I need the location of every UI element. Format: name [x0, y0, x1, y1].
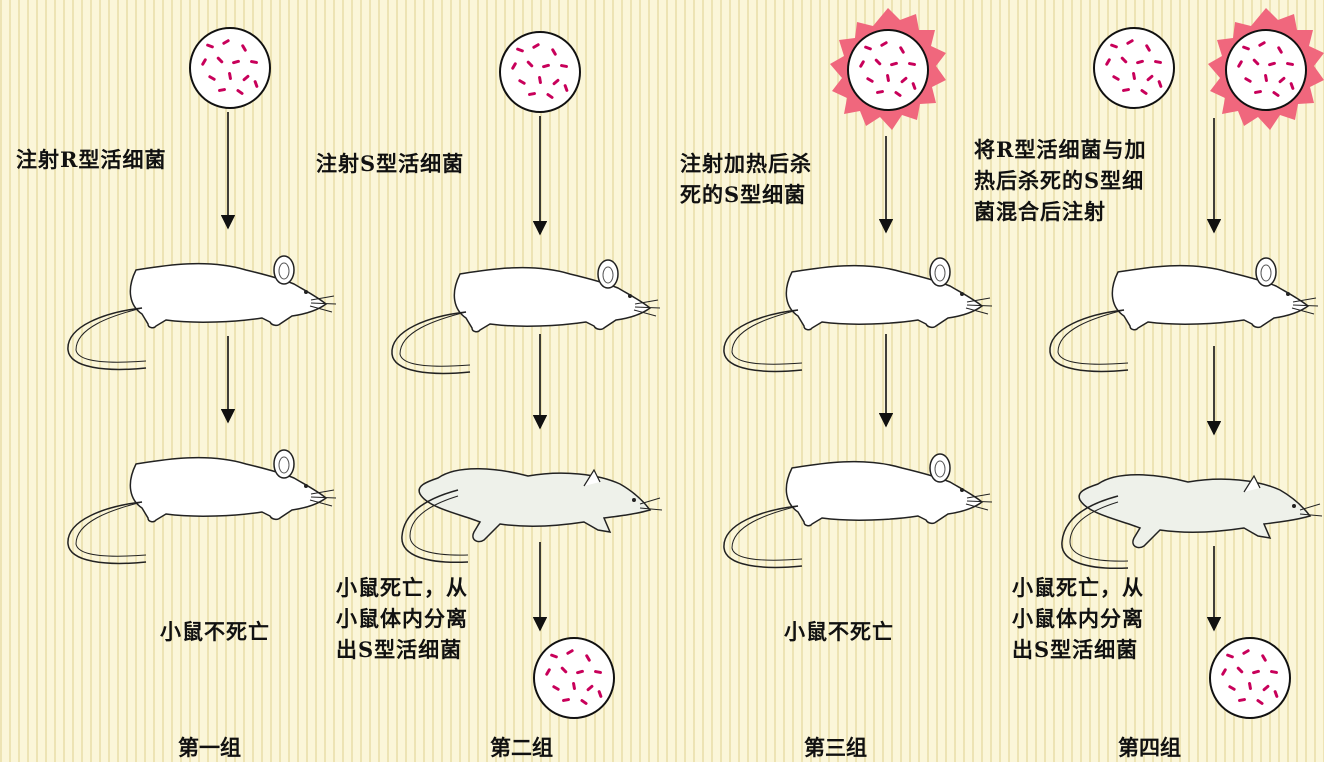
bacteria-dish-heat-killed-s — [1226, 30, 1306, 110]
group-3-action-label: 注射加热后杀 死的S型细菌 — [680, 151, 812, 207]
bacteria-dish-s-type-isolated — [1210, 638, 1290, 718]
mouse-alive — [391, 259, 661, 375]
bacteria-dish-s-type-isolated — [534, 638, 614, 718]
group-4-result-label: 小鼠死亡，从 小鼠体内分离 出S型活细菌 — [1012, 575, 1144, 662]
group-1-title: 第一组 — [178, 735, 241, 760]
mouse-dead — [401, 467, 663, 564]
group-1-result-label: 小鼠不死亡 — [160, 619, 270, 644]
group-1-column — [67, 28, 337, 565]
group-3-column — [723, 8, 993, 569]
mouse-alive — [723, 257, 993, 373]
group-4-action-label: 将R型活细菌与加 热后杀死的S型细 菌混合后注射 — [974, 137, 1147, 224]
group-2-title: 第二组 — [490, 735, 553, 760]
group-1-action-label: 注射R型活细菌 — [16, 147, 167, 172]
group-2-action-label: 注射S型活细菌 — [316, 151, 465, 176]
mouse-alive — [67, 255, 337, 371]
bacteria-dish-heat-killed-s — [848, 30, 928, 110]
mouse-alive — [1049, 257, 1319, 373]
bacteria-dish-s-type — [500, 32, 580, 112]
group-2-result-label: 小鼠死亡，从 小鼠体内分离 出S型活细菌 — [336, 575, 468, 662]
group-4-title: 第四组 — [1118, 735, 1181, 760]
mouse-alive — [67, 449, 337, 565]
mouse-alive — [723, 453, 993, 569]
group-3-title: 第三组 — [804, 735, 867, 760]
group-3-result-label: 小鼠不死亡 — [784, 619, 894, 644]
mouse-dead — [1061, 473, 1323, 570]
bacteria-dish-r-type — [1094, 28, 1174, 108]
group-2-column — [391, 32, 663, 718]
bacteria-dish-r-type — [190, 28, 270, 108]
group-4-column — [1049, 8, 1324, 718]
